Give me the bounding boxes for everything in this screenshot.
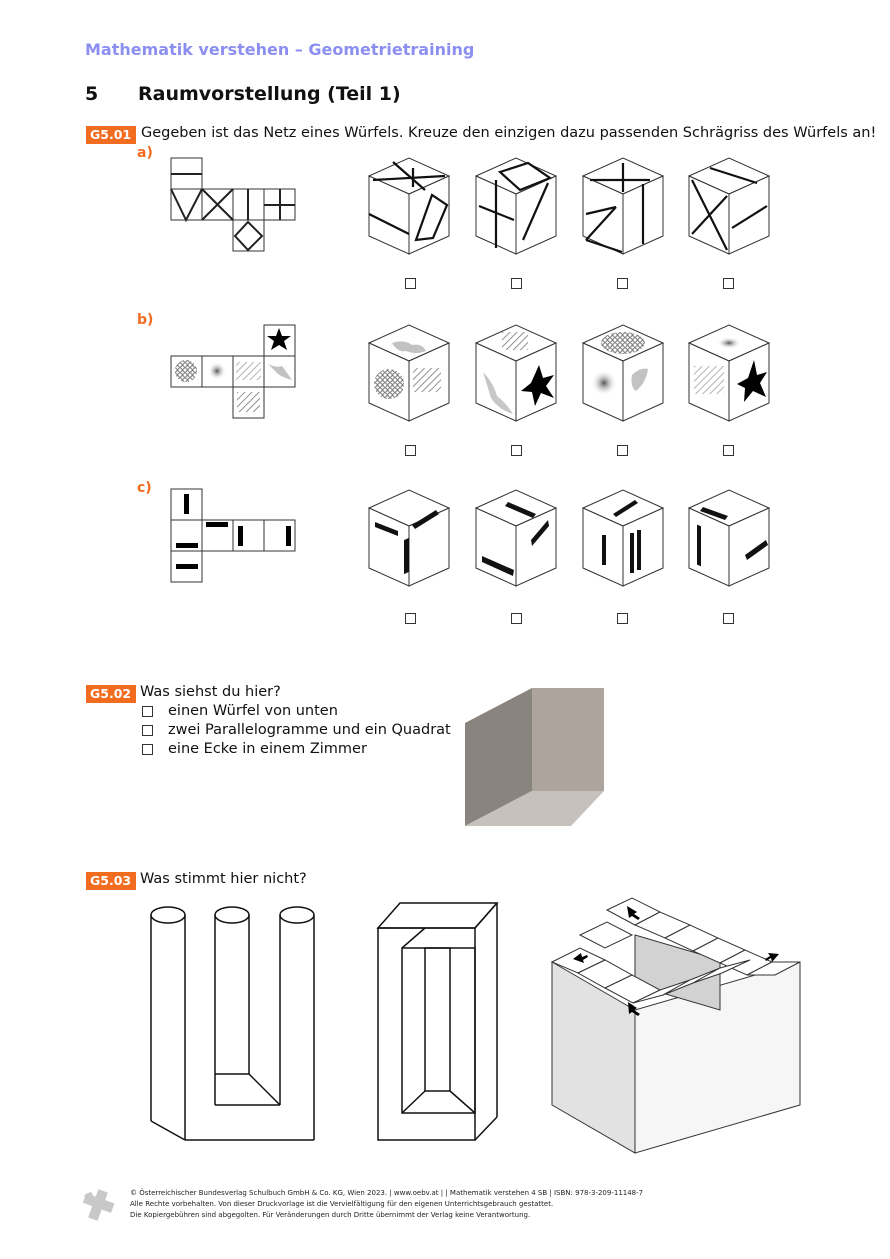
option-label: eine Ecke in einem Zimmer [168,741,367,757]
footer: © Österreichischer Bundesverlag Schulbuc… [130,1188,643,1221]
chapter-number: 5 [85,83,99,105]
page-header: Mathematik verstehen – Geometrietraining [85,40,475,59]
cube-c1 [368,489,450,587]
checkbox-b3[interactable] [617,445,628,456]
cube-a4 [688,157,770,255]
option-label: zwei Parallelogramme und ein Quadrat [168,722,451,738]
task-badge-g502: G5.02 [86,685,137,703]
task-text-g501: Gegeben ist das Netz eines Würfels. Kreu… [141,125,877,141]
cube-a1 [368,157,450,255]
task-text-g502: Was siehst du hier? [140,684,281,700]
option-checkbox[interactable] [142,724,153,736]
chapter-title: Raumvorstellung (Teil 1) [138,83,401,105]
option-row[interactable]: zwei Parallelogramme und ein Quadrat [140,722,451,738]
checkbox-a1[interactable] [405,278,416,289]
cube-c4 [688,489,770,587]
cube-c2 [475,489,557,587]
checkbox-b4[interactable] [723,445,734,456]
option-row[interactable]: eine Ecke in einem Zimmer [140,741,367,757]
part-label-c: c) [137,480,152,496]
cube-a2 [475,157,557,255]
checkbox-c1[interactable] [405,613,416,624]
option-label: einen Würfel von unten [168,703,338,719]
task-badge-g503: G5.03 [86,872,137,890]
checkbox-c3[interactable] [617,613,628,624]
cube-c3 [582,489,664,587]
option-checkbox[interactable] [142,743,153,755]
checkbox-c2[interactable] [511,613,522,624]
footer-line: Alle Rechte vorbehalten. Von dieser Druc… [130,1200,554,1208]
checkbox-a2[interactable] [511,278,522,289]
cube-b4 [688,324,770,422]
checkbox-b1[interactable] [405,445,416,456]
cube-b1 [368,324,450,422]
task-text-g503: Was stimmt hier nicht? [140,871,307,887]
checkbox-b2[interactable] [511,445,522,456]
task-badge-g501: G5.01 [86,126,137,144]
checkbox-a3[interactable] [617,278,628,289]
cube-b3 [582,324,664,422]
cube-b2 [475,324,557,422]
checkbox-a4[interactable] [723,278,734,289]
part-label-b: b) [137,312,154,328]
footer-line: Die Kopiergebühren sind abgegolten. Für … [130,1211,531,1219]
cube-a3 [582,157,664,255]
option-checkbox[interactable] [142,705,153,717]
checkbox-c4[interactable] [723,613,734,624]
part-label-a: a) [137,145,153,161]
option-row[interactable]: einen Würfel von unten [140,703,338,719]
footer-line: © Österreichischer Bundesverlag Schulbuc… [130,1189,644,1197]
